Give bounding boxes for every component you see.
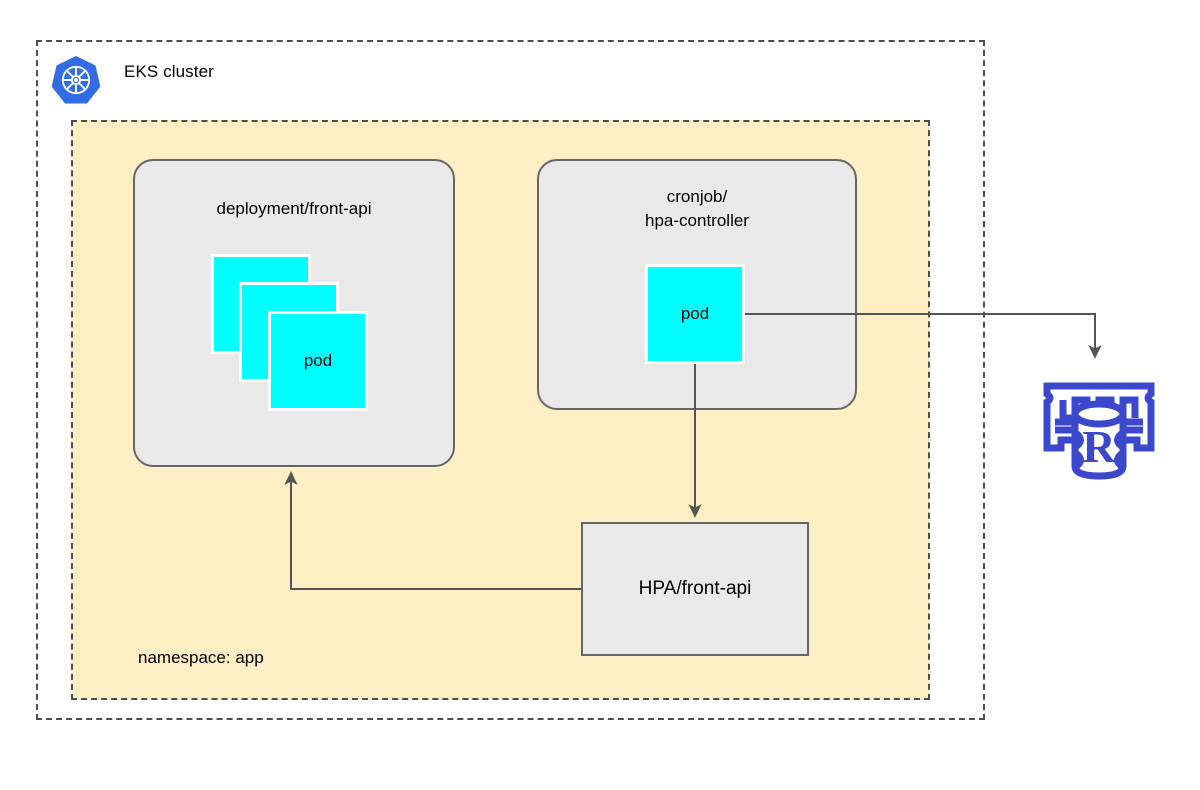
eks-cluster-boundary <box>36 40 985 720</box>
cronjob-group-title-line1: cronjob/ <box>666 187 728 206</box>
aws-rds-icon[interactable]: R <box>1033 370 1165 482</box>
eks-cluster-label: EKS cluster <box>124 62 214 81</box>
hpa-front-api-node[interactable]: HPA/front-api <box>581 522 809 656</box>
kubernetes-icon <box>50 54 102 106</box>
rds-letter: R <box>1082 421 1116 472</box>
deployment-group-title: deployment/front-api <box>216 199 372 218</box>
cronjob-group-title-line2: hpa-controller <box>645 211 749 230</box>
cronjob-group-title: cronjob/ hpa-controller <box>539 185 855 233</box>
cronjob-group[interactable]: cronjob/ hpa-controller <box>537 159 857 410</box>
pod-replica-1[interactable]: pod <box>268 311 368 411</box>
namespace-label: namespace: app <box>138 648 264 667</box>
pod-hpa-controller[interactable]: pod <box>645 264 745 364</box>
